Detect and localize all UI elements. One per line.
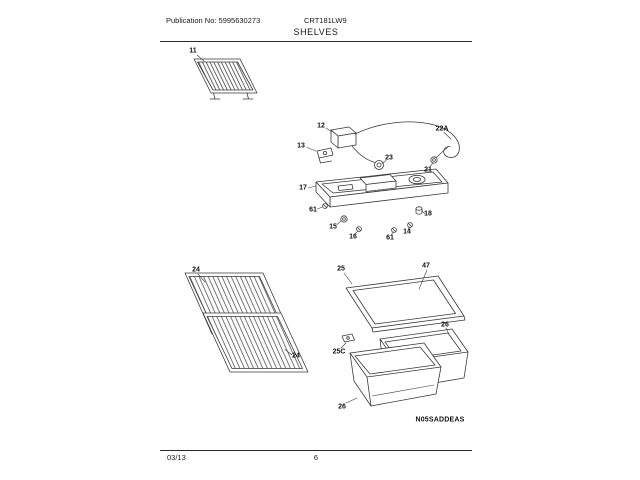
section-title: SHELVES (293, 27, 339, 37)
part-label-24-lower: 24 (292, 352, 300, 360)
part-label-26-right: 26 (441, 321, 449, 329)
part-label-23: 23 (385, 154, 393, 162)
part-15-grommet (336, 215, 348, 225)
part-label-14: 14 (403, 228, 411, 236)
publication-number: Publication No: 5995630273 (166, 16, 261, 25)
part-24-wire-shelf-lower (202, 312, 309, 373)
part-label-21: 21 (424, 166, 432, 174)
part-12-control-box (325, 126, 357, 149)
part-18-spacer (415, 206, 426, 215)
part-label-18: 18 (424, 210, 432, 218)
part-61-screw-right (391, 227, 397, 235)
part-label-26-left: 26 (338, 403, 346, 411)
part-label-24-upper: 24 (192, 266, 200, 274)
part-17-console-cover (307, 168, 449, 208)
part-label-15: 15 (329, 223, 337, 231)
footer-rule (160, 450, 472, 451)
part-label-61-b: 61 (386, 234, 394, 242)
part-14-screw (407, 222, 413, 230)
part-23-knob (374, 160, 387, 170)
part-16-screw (354, 226, 362, 235)
header-rule (160, 41, 472, 42)
footer-date: 03/13 (167, 453, 186, 462)
part-label-13: 13 (297, 142, 305, 150)
part-label-47: 47 (422, 262, 430, 270)
diagram-code: N05SADDEAS (415, 416, 465, 424)
part-label-25: 25 (337, 265, 345, 273)
part-21-plug (429, 156, 438, 167)
part-13-bracket (306, 147, 334, 164)
part-61-screw-left (317, 203, 328, 210)
part-11-wire-shelf (193, 54, 258, 100)
part-25-glass-shelf (343, 269, 466, 333)
part-label-16: 16 (349, 233, 357, 241)
part-label-17: 17 (299, 184, 307, 192)
part-26-crisper-pan-left (345, 342, 442, 407)
part-label-61-a: 61 (309, 206, 317, 214)
part-label-11: 11 (189, 47, 197, 55)
model-number: CRT181LW9 (304, 16, 347, 25)
part-25c-clip (340, 333, 355, 349)
part-label-22a: 22A (435, 125, 449, 133)
footer-page-number: 6 (313, 453, 319, 462)
part-label-12: 12 (317, 122, 325, 130)
part-label-25c: 25C (332, 348, 346, 356)
part-22a-wire-harness (351, 121, 460, 163)
